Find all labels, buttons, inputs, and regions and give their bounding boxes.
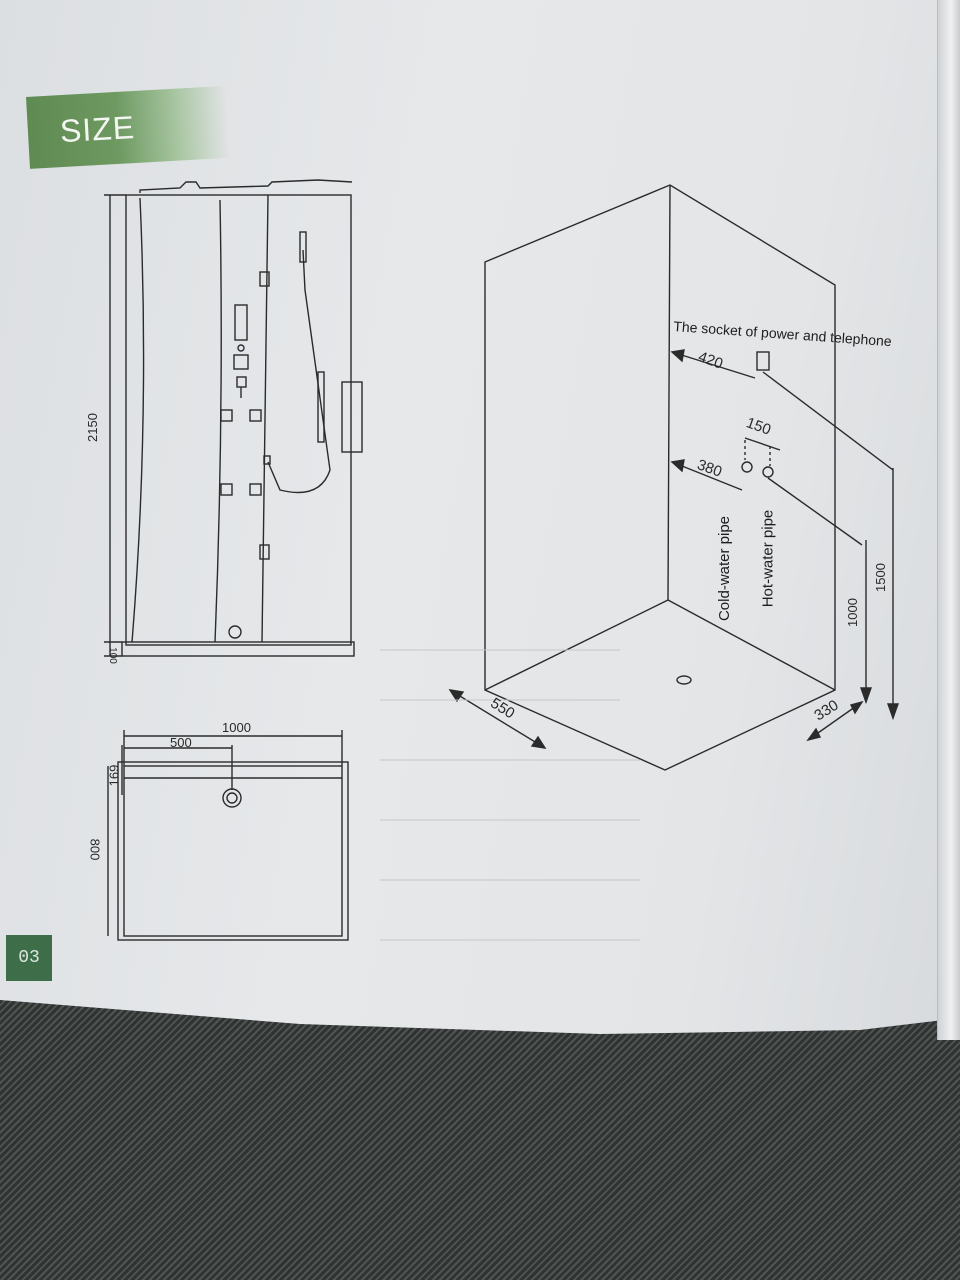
pipe-height-dimension: 1000 xyxy=(844,598,860,627)
show-through-text xyxy=(380,649,640,941)
front-height-dimension: 2150 xyxy=(84,413,100,442)
installation-diagram xyxy=(448,184,899,771)
top-view-base xyxy=(107,730,349,941)
top-width-dimension: 1000 xyxy=(222,720,251,735)
next-page-edge xyxy=(937,0,960,1040)
manual-page xyxy=(0,0,960,1034)
socket-height-dimension: 1500 xyxy=(872,563,888,592)
page-number: 03 xyxy=(6,935,52,981)
base-height-dimension: 100 xyxy=(106,647,118,664)
front-view-cabin xyxy=(104,179,363,657)
technical-drawing xyxy=(104,179,899,941)
cold-water-pipe-label: Cold-water pipe xyxy=(716,515,734,622)
top-offset-dimension: 169 xyxy=(106,764,122,787)
top-half-width-dimension: 500 xyxy=(170,735,192,750)
top-depth-dimension: 800 xyxy=(87,838,103,861)
hot-water-pipe-label: Hot-water pipe xyxy=(759,509,777,608)
